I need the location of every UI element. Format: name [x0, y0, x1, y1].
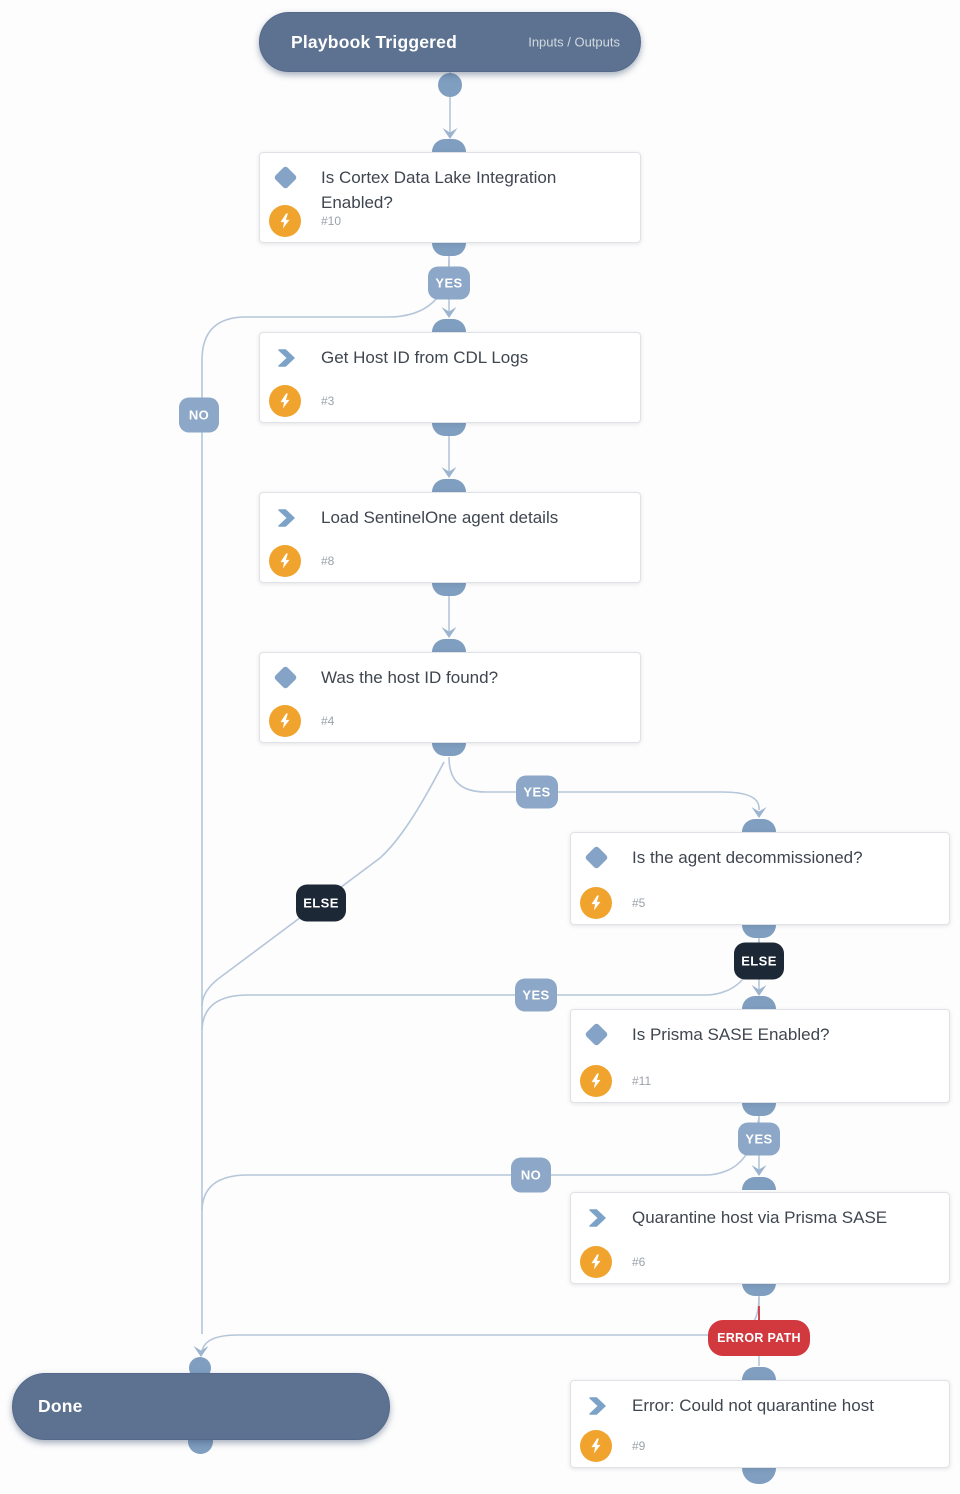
condition-diamond-icon [584, 845, 609, 870]
node-title: Quarantine host via Prisma SASE [632, 1208, 888, 1227]
connector-dot [432, 479, 466, 492]
edge-label-else: ELSE [734, 942, 784, 980]
connector-dot [438, 73, 462, 97]
node-4[interactable]: Was the host ID found? #4 [259, 652, 641, 743]
task-chevron-icon [274, 346, 298, 370]
task-chevron-icon [274, 506, 298, 530]
node-8[interactable]: Load SentinelOne agent details #8 [259, 492, 641, 583]
task-chevron-icon [585, 1206, 609, 1230]
connector-dot [432, 423, 466, 436]
node-id: #10 [321, 214, 342, 228]
connector-dot [742, 1103, 776, 1116]
connector-dot [432, 583, 466, 596]
node-6[interactable]: Quarantine host via Prisma SASE #6 [570, 1192, 950, 1284]
connector-dot [432, 319, 466, 332]
edge-label-yes: YES [428, 266, 470, 300]
connector-dot [432, 139, 466, 152]
connector-dot [188, 1440, 213, 1454]
playbook-trigger-title: Playbook Triggered [291, 31, 458, 52]
connector-dot [742, 1283, 776, 1296]
node-title: Was the host ID found? [321, 668, 499, 687]
edge-label-no: NO [511, 1157, 551, 1193]
node-id: #6 [632, 1255, 646, 1269]
edge-label-else: ELSE [296, 884, 346, 922]
node-title: Is Prisma SASE Enabled? [632, 1025, 830, 1044]
edge-label-yes: YES [516, 775, 558, 809]
node-5[interactable]: Is the agent decommissioned? #5 [570, 832, 950, 925]
connector-dot [742, 996, 776, 1009]
automation-bolt-icon [580, 1246, 612, 1278]
automation-bolt-icon [269, 545, 301, 577]
connector-dot [742, 1177, 776, 1190]
connector-dot [742, 925, 776, 938]
condition-diamond-icon [273, 165, 298, 190]
node-title: Error: Could not quarantine host [632, 1396, 874, 1415]
automation-bolt-icon [269, 205, 301, 237]
node-10[interactable]: Is Cortex Data Lake Integration Enabled?… [259, 152, 641, 243]
automation-bolt-icon [580, 1430, 612, 1462]
connector-dot [742, 1367, 776, 1380]
automation-bolt-icon [269, 705, 301, 737]
connector-dot [432, 743, 466, 756]
edge-label-yes: YES [515, 978, 557, 1012]
node-3[interactable]: Get Host ID from CDL Logs #3 [259, 332, 641, 423]
connector-dot [432, 243, 466, 256]
node-id: #4 [321, 714, 335, 728]
node-id: #9 [632, 1439, 646, 1453]
node-title: Get Host ID from CDL Logs [321, 348, 529, 367]
automation-bolt-icon [580, 887, 612, 919]
node-id: #11 [632, 1074, 652, 1088]
node-9[interactable]: Error: Could not quarantine host #9 [570, 1380, 950, 1468]
connector-dot [742, 819, 776, 832]
node-id: #5 [632, 896, 646, 910]
inputs-outputs-link[interactable]: Inputs / Outputs [528, 34, 620, 50]
edge-label-no: NO [179, 397, 219, 433]
edge-label-yes: YES [738, 1122, 780, 1156]
node-title: Load SentinelOne agent details [321, 508, 559, 527]
edge-label-error-path: ERROR PATH [708, 1320, 810, 1356]
done-node[interactable]: Done [12, 1373, 390, 1440]
node-title: Is the agent decommissioned? [632, 848, 863, 867]
node-11[interactable]: Is Prisma SASE Enabled? #11 [570, 1009, 950, 1103]
automation-bolt-icon [580, 1065, 612, 1097]
playbook-trigger-node[interactable]: Playbook Triggered Inputs / Outputs [259, 12, 641, 72]
condition-diamond-icon [273, 665, 298, 690]
node-title: Is Cortex Data Lake Integration Enabled? [321, 168, 557, 212]
connector-dot [742, 1468, 776, 1484]
connector-dot [432, 639, 466, 652]
node-id: #8 [321, 554, 335, 568]
automation-bolt-icon [269, 385, 301, 417]
condition-diamond-icon [584, 1022, 609, 1047]
node-id: #3 [321, 394, 335, 408]
task-chevron-icon [585, 1394, 609, 1418]
done-title: Done [38, 1396, 83, 1416]
